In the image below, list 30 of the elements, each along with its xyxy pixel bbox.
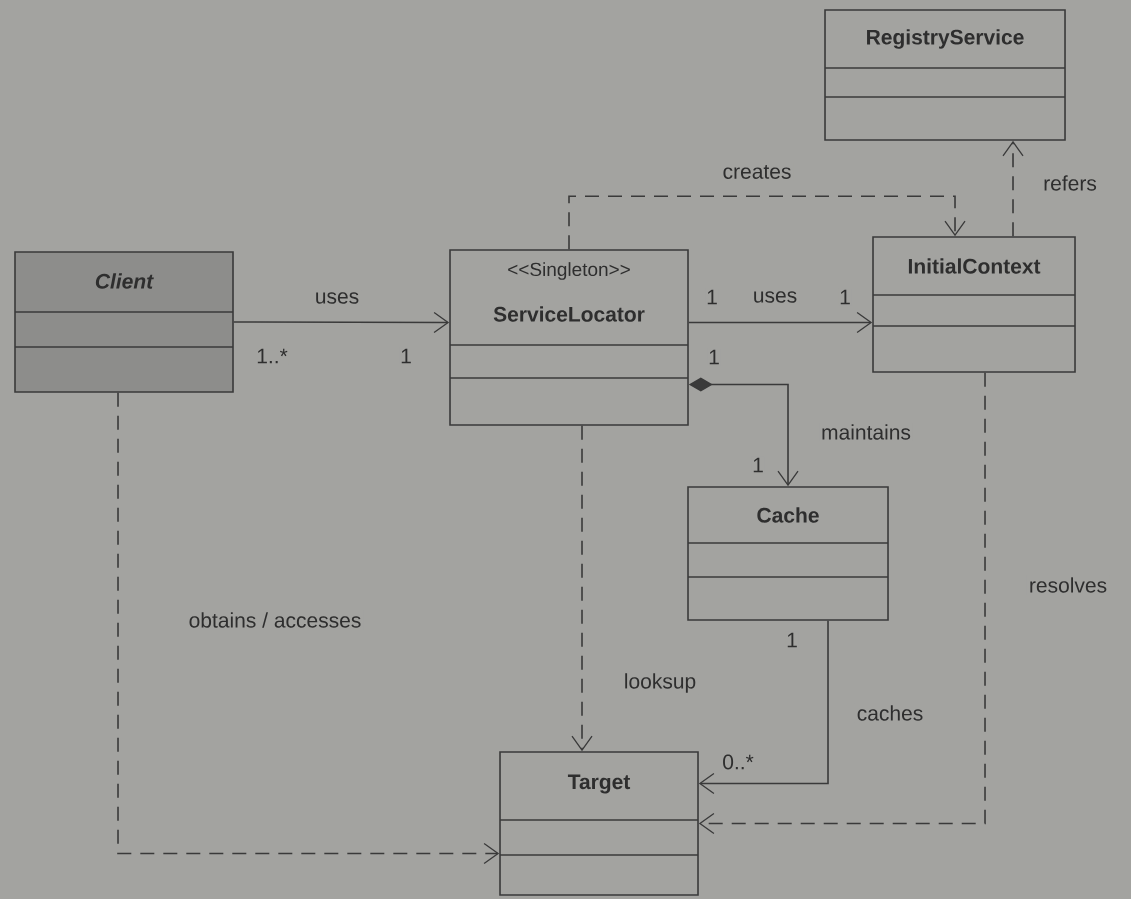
class-box bbox=[449, 249, 689, 426]
class-box bbox=[14, 251, 234, 393]
association-line bbox=[117, 392, 500, 865]
edge-label: obtains / accesses bbox=[186, 610, 364, 630]
class-box bbox=[824, 9, 1066, 141]
association-line bbox=[688, 311, 873, 334]
association-line bbox=[568, 195, 966, 250]
class-box bbox=[872, 236, 1076, 373]
edge-label: refers bbox=[1041, 173, 1099, 193]
edge-label: caches bbox=[854, 703, 926, 723]
edge-label: uses bbox=[750, 289, 800, 305]
association-line bbox=[233, 311, 450, 334]
association-line bbox=[1002, 140, 1024, 237]
class-box bbox=[499, 751, 699, 896]
association-line bbox=[698, 372, 986, 835]
stereotype-label: <<Singleton>> bbox=[508, 262, 630, 280]
class-name: RegistryService bbox=[867, 29, 1024, 49]
edge-label: creates bbox=[720, 163, 794, 181]
class-name: InitialContext bbox=[908, 258, 1041, 274]
class-name: Cache bbox=[757, 507, 819, 523]
edge-label: maintains bbox=[819, 422, 913, 442]
class-name: Client bbox=[95, 273, 154, 289]
edge-label: uses bbox=[312, 290, 362, 306]
edge-label: resolves bbox=[1026, 575, 1110, 595]
class-name: Target bbox=[567, 774, 631, 794]
class-box bbox=[687, 486, 889, 621]
association-line bbox=[698, 620, 829, 795]
edge-label: looksup bbox=[621, 671, 699, 695]
class-name: ServiceLocator bbox=[493, 306, 645, 322]
association-line bbox=[571, 425, 593, 752]
